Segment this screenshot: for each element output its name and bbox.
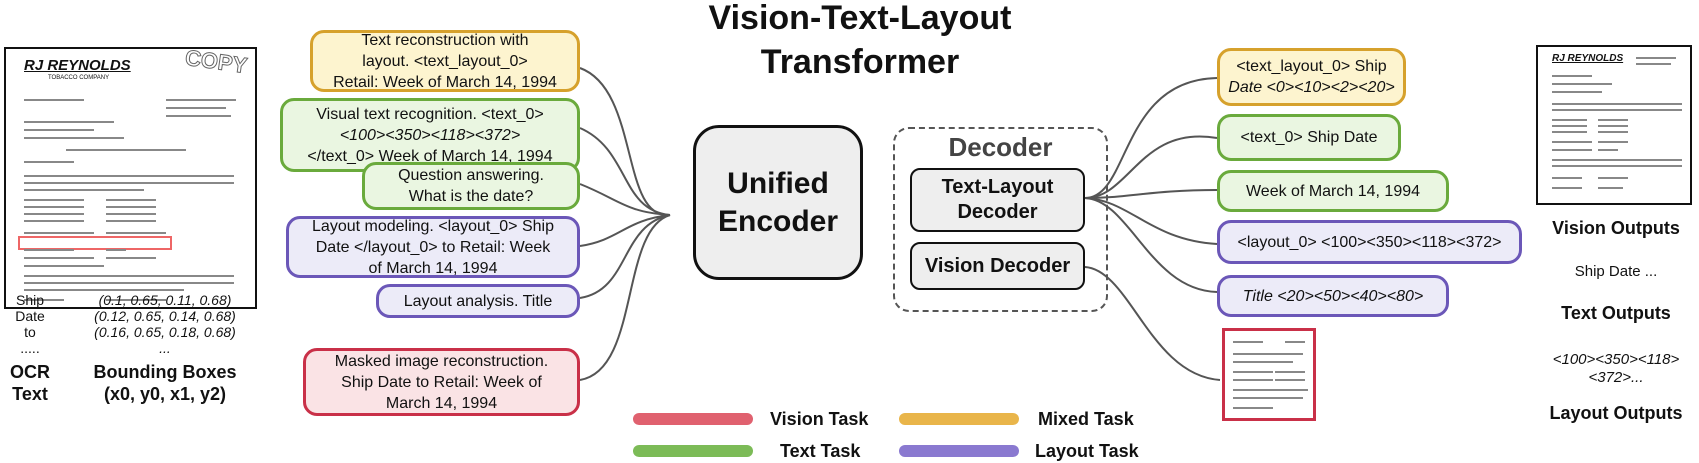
legend-label-vision: Vision Task xyxy=(770,409,869,429)
output-doc-company: RJ REYNOLDS xyxy=(1552,53,1624,64)
text-outputs-label: Text Outputs xyxy=(1561,303,1671,323)
legend-swatch-vision xyxy=(633,413,753,425)
input-document-thumbnail: RJ REYNOLDS TOBACCO COMPANY COPY xyxy=(4,47,257,309)
input-doc-company-sub: TOBACCO COMPANY xyxy=(48,75,110,81)
task-masked-image-reconstruction: Masked image reconstruction.Ship Date to… xyxy=(303,348,580,416)
ocr-words: Ship Date to ..... xyxy=(15,292,45,356)
task-layout-analysis: Layout analysis. Title xyxy=(376,284,580,318)
output-layout-title: Title <20><50><40><80> xyxy=(1217,275,1449,317)
vision-outputs-label: Vision Outputs xyxy=(1552,218,1680,238)
decoder-group xyxy=(893,127,1108,312)
legend-label-mixed: Mixed Task xyxy=(1038,409,1134,429)
output-image-thumbnail xyxy=(1222,328,1316,421)
copy-stamp: COPY xyxy=(183,47,249,79)
legend-swatch-text xyxy=(633,445,753,457)
output-layout: <layout_0> <100><350><118><372> xyxy=(1217,220,1522,264)
legend-swatch-layout xyxy=(899,445,1019,457)
bounding-boxes-label: Bounding Boxes (x0, y0, x1, y2) xyxy=(93,362,237,404)
legend-label-text: Text Task xyxy=(780,441,861,461)
highlight-box xyxy=(18,236,172,250)
input-doc-company: RJ REYNOLDS xyxy=(24,57,131,74)
text-output-example: Ship Date ... xyxy=(1574,263,1658,280)
decoder-label: Decoder xyxy=(948,132,1053,162)
diagram-title: Vision-Text-Layout Transformer xyxy=(708,0,1012,81)
ocr-boxes: (0.1, 0.65, 0.11, 0.68) (0.12, 0.65, 0.1… xyxy=(94,292,236,356)
layout-outputs-label: Layout Outputs xyxy=(1549,403,1683,423)
ocr-text-label: OCR Text xyxy=(10,362,50,404)
layout-output-example: <100><350><118> <372>... xyxy=(1552,351,1680,386)
output-document-thumbnail: RJ REYNOLDS xyxy=(1536,45,1692,205)
legend-swatch-mixed xyxy=(899,413,1019,425)
task-question-answering: Question answering.What is the date? xyxy=(362,162,580,210)
legend-label-layout: Layout Task xyxy=(1035,441,1139,461)
task-visual-text-recognition: Visual text recognition. <text_0><100><3… xyxy=(280,98,580,172)
vision-decoder: Vision Decoder xyxy=(910,242,1085,290)
output-text: <text_0> Ship Date xyxy=(1217,114,1401,161)
output-answer: Week of March 14, 1994 xyxy=(1217,170,1449,212)
